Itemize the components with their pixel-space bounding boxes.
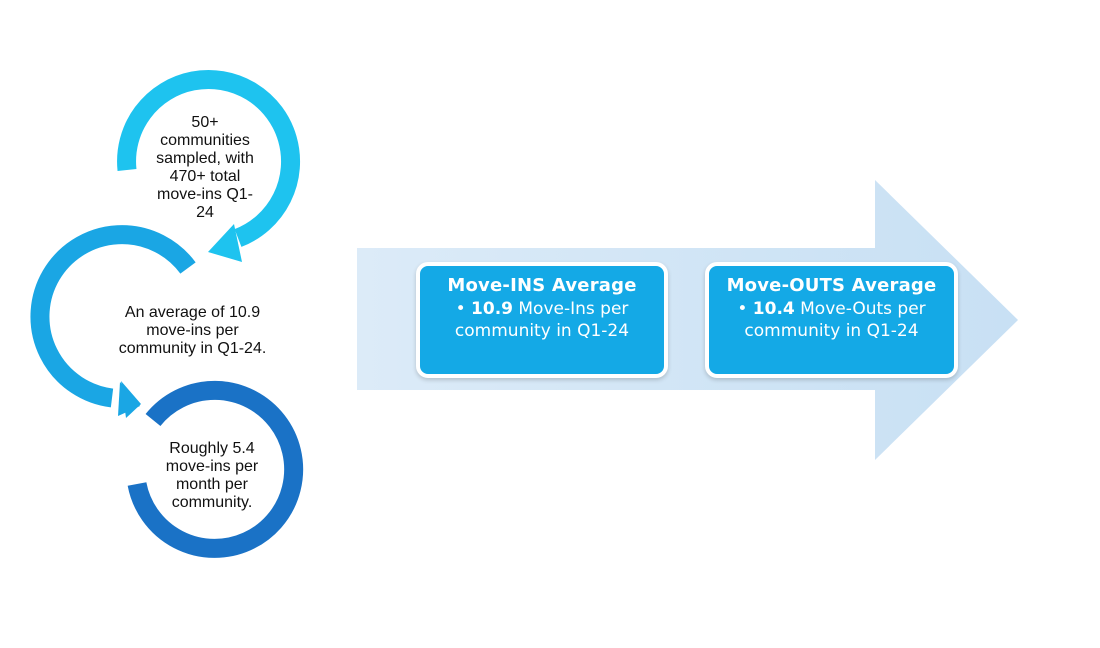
step1-line: 24 (196, 204, 214, 221)
bullet: • (455, 299, 466, 319)
move-ins-average-box: Move-INS Average • 10.9 Move-Ins per com… (416, 262, 668, 378)
step2-text: An average of 10.9 move-ins per communit… (105, 304, 280, 358)
step3-line: community. (171, 494, 253, 511)
step2-line: community in Q1-24. (118, 340, 267, 357)
move-ins-value: 10.9 (471, 299, 513, 319)
step2-line: move-ins per (146, 322, 239, 339)
move-ins-title: Move-INS Average (447, 275, 637, 296)
step2-line: An average of 10.9 (124, 304, 261, 321)
step3-line: move-ins per (165, 458, 259, 475)
cycle-arrow-1-icon (117, 70, 301, 262)
move-ins-period: community in Q1-24 (454, 321, 630, 341)
step1-line: communities (160, 132, 250, 149)
move-ins-value-line: • 10.9 Move-Ins per (420, 298, 664, 320)
move-outs-value-line: • 10.4 Move-Outs per (709, 298, 954, 320)
step1-line: 470+ total (169, 168, 241, 185)
bullet: • (737, 299, 748, 319)
step1-text: 50+ communities sampled, with 470+ total… (130, 114, 280, 222)
step1-line: move-ins Q1- (156, 186, 254, 203)
big-right-arrow-shape (357, 180, 1018, 460)
move-outs-suffix: Move-Outs per (794, 299, 926, 319)
step1-line: sampled, with (156, 150, 254, 167)
step3-line: Roughly 5.4 (169, 440, 255, 457)
move-outs-average-box: Move-OUTS Average • 10.4 Move-Outs per c… (705, 262, 958, 378)
move-outs-period: community in Q1-24 (744, 321, 919, 341)
step1-line: 50+ (191, 114, 219, 131)
cycle-arrow-2-icon (30, 225, 196, 418)
move-ins-suffix: Move-Ins per (512, 299, 629, 319)
step3-text: Roughly 5.4 move-ins per month per commu… (147, 440, 277, 512)
step3-line: month per (175, 476, 249, 493)
move-outs-title: Move-OUTS Average (726, 275, 937, 296)
move-outs-value: 10.4 (752, 299, 795, 319)
cycle-arrow-3-icon (127, 380, 304, 558)
